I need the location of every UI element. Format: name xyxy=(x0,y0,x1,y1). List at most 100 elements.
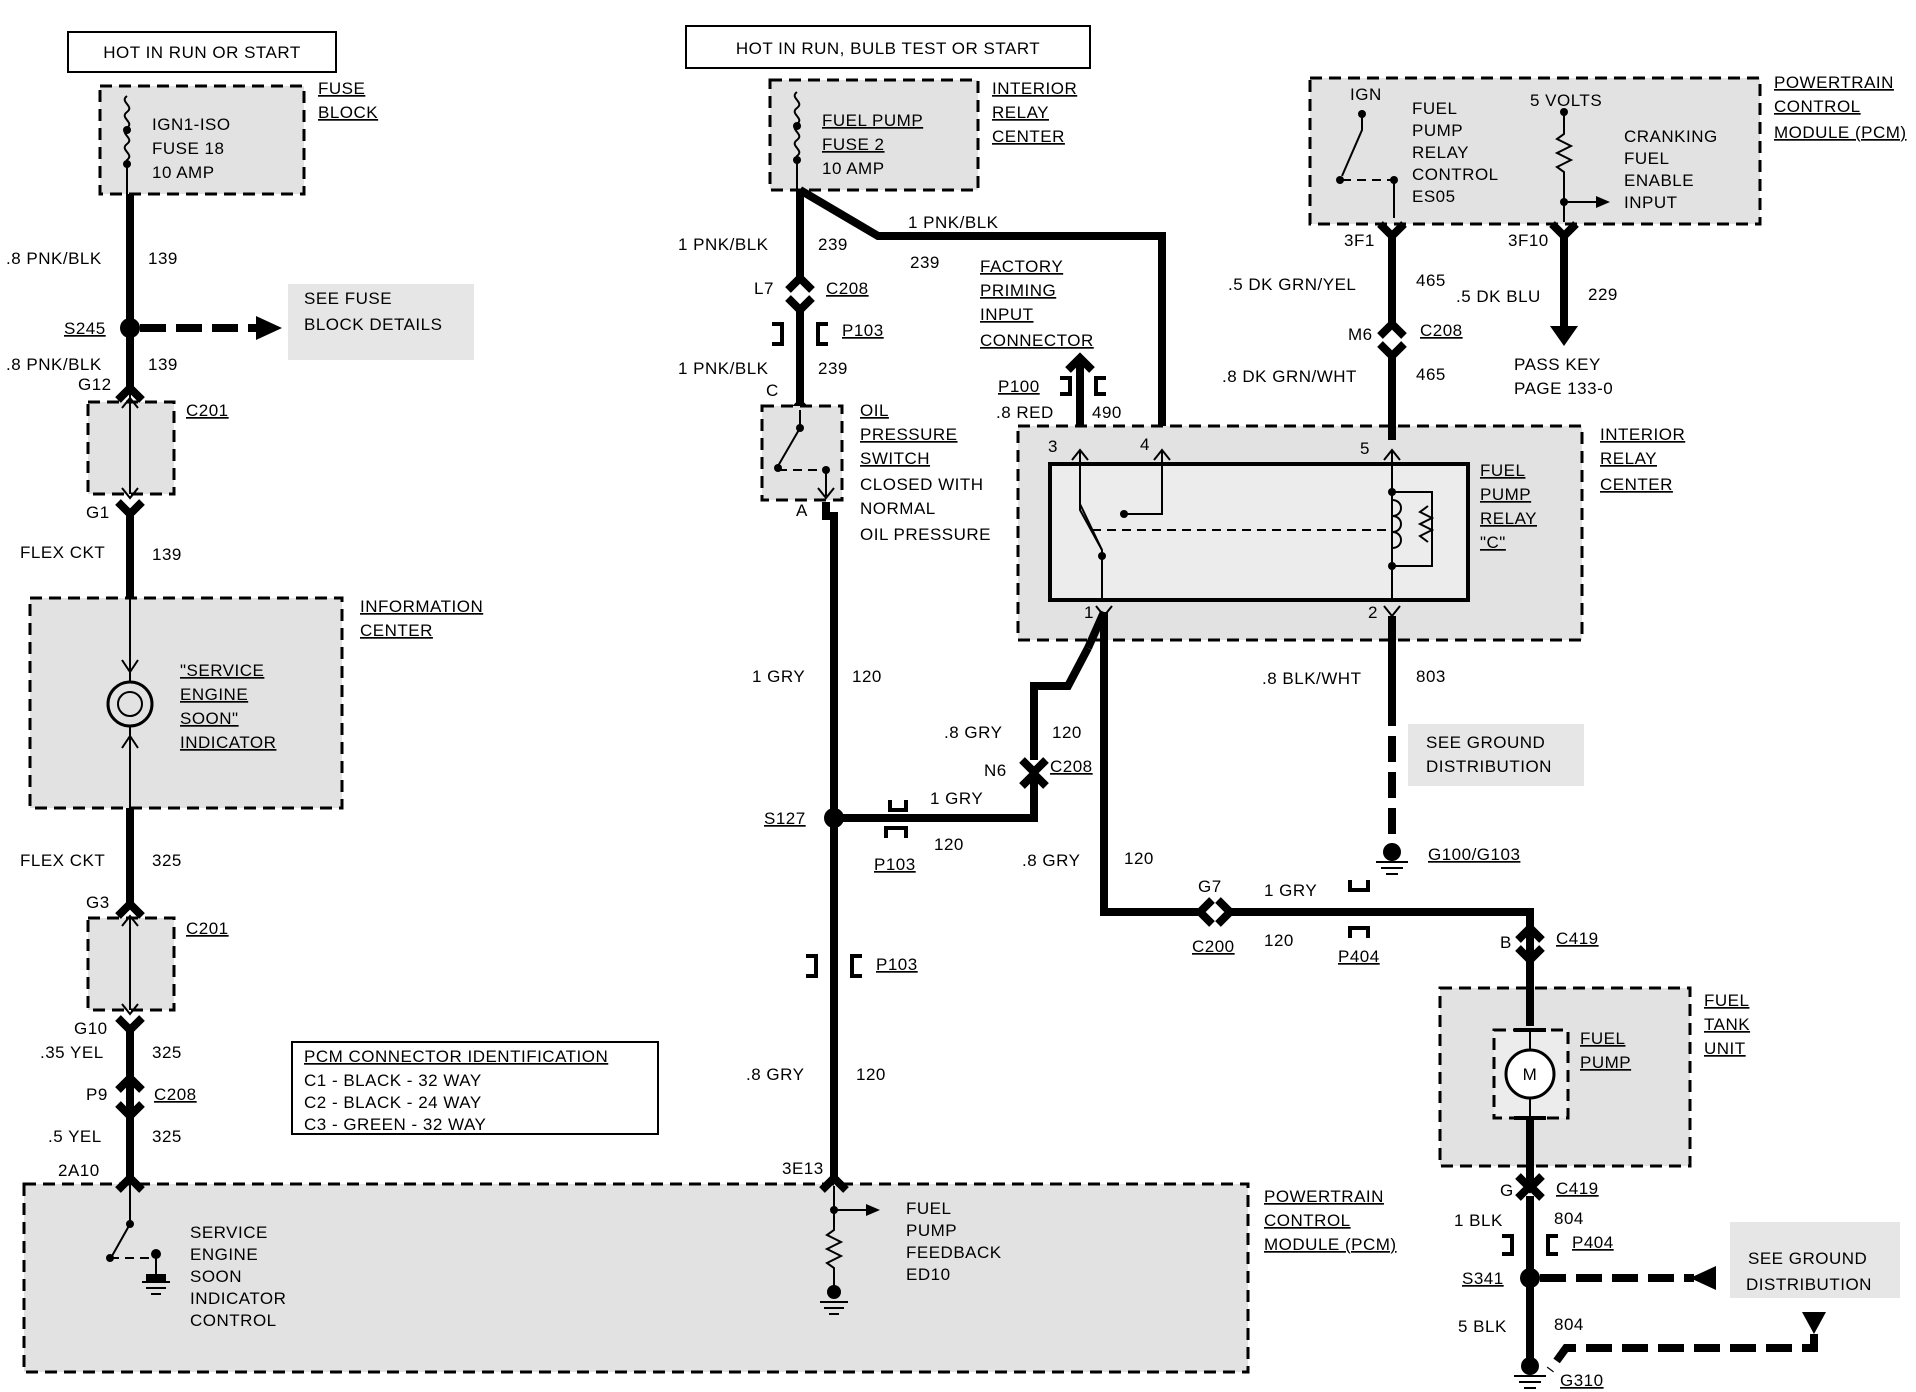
fuse-18-label: IGN1-ISO xyxy=(152,115,231,134)
pin-3f10: 3F10 xyxy=(1508,231,1549,250)
p103-label-2: P103 xyxy=(874,855,916,874)
irc-top-title-3: CENTER xyxy=(992,127,1065,146)
wire-120-number-6: 120 xyxy=(1264,931,1294,950)
ses-control-1: SERVICE xyxy=(190,1223,268,1242)
wire-239-number-1: 239 xyxy=(818,235,848,254)
wire-325-color-2: .35 YEL xyxy=(40,1043,104,1062)
relay-pin-1: 1 xyxy=(1084,603,1094,622)
info-center-title-2: CENTER xyxy=(360,621,433,640)
wire-120-color-1: 1 GRY xyxy=(752,667,805,686)
p100-label: P100 xyxy=(998,377,1040,396)
information-center: "SERVICE ENGINE SOON" INDICATOR INFORMAT… xyxy=(28,596,483,810)
pcm-top-title-1: POWERTRAIN xyxy=(1774,73,1894,92)
wire-239-color-1: 1 PNK/BLK xyxy=(678,235,769,254)
pcm-relay-ctrl-5: ES05 xyxy=(1412,187,1456,206)
fuse-2-label: FUEL PUMP xyxy=(822,111,923,130)
wire-120-number-2: 120 xyxy=(1052,723,1082,742)
oil-pressure-switch: C A OIL PRESSURE SWITCH CLOSED WITH NORM… xyxy=(760,381,991,544)
fuse-block-title: FUSE xyxy=(318,79,365,98)
wire-120-color-2: .8 GRY xyxy=(944,723,1002,742)
arrow-down-icon xyxy=(1550,326,1578,346)
pcm-ign-label: IGN xyxy=(1350,85,1382,104)
wire-803-number: 803 xyxy=(1416,667,1446,686)
see-ground-mid-2: DISTRIBUTION xyxy=(1426,757,1552,776)
interior-relay-center-top: FUEL PUMP FUSE 2 10 AMP INTERIOR RELAY C… xyxy=(768,78,1077,192)
g-pin: G xyxy=(1500,1181,1514,1200)
p103-label-3: P103 xyxy=(876,955,918,974)
c208-label-4: C208 xyxy=(1420,321,1463,340)
info-center-title: INFORMATION xyxy=(360,597,483,616)
pcm-id-row-2: C2 - BLACK - 24 WAY xyxy=(304,1093,482,1112)
s245-label: S245 xyxy=(64,319,106,338)
pcm-top: IGN FUEL PUMP RELAY CONTROL ES05 5 VOLTS… xyxy=(1308,73,1907,226)
pcm-relay-ctrl-2: PUMP xyxy=(1412,121,1463,140)
irc-mid-title-1: INTERIOR xyxy=(1600,425,1685,444)
header-center-text: HOT IN RUN, BULB TEST OR START xyxy=(736,39,1040,58)
pcm-top-title-3: MODULE (PCM) xyxy=(1774,123,1907,142)
wire-325-number-3: 325 xyxy=(152,1127,182,1146)
fuel-pump-label-2: PUMP xyxy=(1580,1053,1631,1072)
feedback-4: ED10 xyxy=(906,1265,951,1284)
arrow-right-icon xyxy=(256,316,282,340)
wire-120-number-4: 120 xyxy=(856,1065,886,1084)
g7-pin: G7 xyxy=(1198,877,1222,896)
g3-pin: G3 xyxy=(86,893,110,912)
indicator-label-1: "SERVICE xyxy=(180,661,264,680)
fuse-2-number: FUSE 2 xyxy=(822,135,885,154)
factory-title-3: INPUT xyxy=(980,305,1034,324)
c201-lower: C201 xyxy=(86,914,228,1016)
pin-3f1: 3F1 xyxy=(1344,231,1375,250)
pass-key-2: PAGE 133-0 xyxy=(1514,379,1613,398)
c200-label: C200 xyxy=(1192,937,1235,956)
wire-239-number-top: 239 xyxy=(910,253,940,272)
c419-label-2: C419 xyxy=(1556,1179,1599,1198)
relay-pin-2: 2 xyxy=(1368,603,1378,622)
feedback-3: FEEDBACK xyxy=(906,1243,1002,1262)
wire-490-number: 490 xyxy=(1092,403,1122,422)
wire-139-number-2: 139 xyxy=(148,355,178,374)
ses-control-5: CONTROL xyxy=(190,1311,277,1330)
feedback-2: PUMP xyxy=(906,1221,957,1240)
factory-title-2: PRIMING xyxy=(980,281,1056,300)
wire-325-color-3: .5 YEL xyxy=(48,1127,102,1146)
wire-120-number-3: 120 xyxy=(934,835,964,854)
see-ground-right-1: SEE GROUND xyxy=(1748,1249,1867,1268)
wire-120-color-4: .8 GRY xyxy=(746,1065,804,1084)
see-fuse-note: SEE FUSE xyxy=(304,289,392,308)
indicator-label-3: SOON" xyxy=(180,709,239,728)
pcm-bottom-title-3: MODULE (PCM) xyxy=(1264,1235,1397,1254)
oil-switch-title-3: SWITCH xyxy=(860,449,930,468)
irc-mid-title-2: RELAY xyxy=(1600,449,1657,468)
g1-pin: G1 xyxy=(86,503,110,522)
fuel-tank-title-2: TANK xyxy=(1704,1015,1750,1034)
feedback-resistor-icon xyxy=(824,1210,844,1286)
cranking-1: CRANKING xyxy=(1624,127,1718,146)
m6-pin: M6 xyxy=(1348,325,1373,344)
ses-control-3: SOON xyxy=(190,1267,242,1286)
pin-2a10: 2A10 xyxy=(58,1161,100,1180)
irc-mid-title-3: CENTER xyxy=(1600,475,1673,494)
fuse-block-title-2: BLOCK xyxy=(318,103,378,122)
factory-title-4: CONNECTOR xyxy=(980,331,1094,350)
pcm-pullup-resistor-icon xyxy=(1554,112,1574,222)
c419-label-1: C419 xyxy=(1556,929,1599,948)
g10-pin: G10 xyxy=(74,1019,108,1038)
header-left: HOT IN RUN OR START xyxy=(67,31,337,73)
pin-3e13: 3E13 xyxy=(782,1159,824,1178)
pcm-id-row-1: C1 - BLACK - 32 WAY xyxy=(304,1071,482,1090)
c208-label-1: C208 xyxy=(154,1085,197,1104)
header-left-text: HOT IN RUN OR START xyxy=(103,43,300,62)
pcm-id-title: PCM CONNECTOR IDENTIFICATION xyxy=(304,1047,608,1066)
irc-top-title-1: INTERIOR xyxy=(992,79,1077,98)
relay-pin-4: 4 xyxy=(1140,435,1150,454)
pcm-bottom: SERVICE ENGINE SOON INDICATOR CONTROL FU… xyxy=(22,1159,1397,1374)
wire-229-color: .5 DK BLU xyxy=(1456,287,1541,306)
cranking-2: FUEL xyxy=(1624,149,1669,168)
s245-splice-icon xyxy=(120,318,140,338)
fuel-tank-unit: M FUEL PUMP FUEL TANK UNIT xyxy=(1438,962,1750,1186)
flex-ckt-2: FLEX CKT xyxy=(20,851,105,870)
wire-803-color: .8 BLK/WHT xyxy=(1262,669,1361,688)
wire-239-color-top: 1 PNK/BLK xyxy=(908,213,999,232)
pcm-bottom-title: POWERTRAIN xyxy=(1264,1187,1384,1206)
